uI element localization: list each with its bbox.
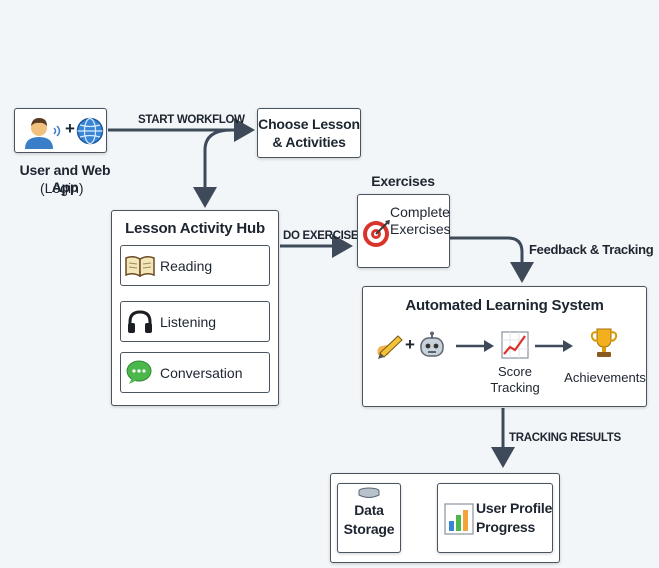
- book-icon: [125, 255, 155, 277]
- arrow-feedback: [450, 236, 534, 283]
- data-storage-line1: Data: [354, 502, 384, 518]
- storage-profile-container: Data Storage User Profile Progress: [330, 473, 560, 563]
- tracking-results-label: TRACKING RESULTS: [509, 432, 621, 444]
- hub-item-label: Listening: [160, 314, 217, 330]
- user-profile-progress-box[interactable]: User Profile Progress: [437, 483, 553, 553]
- achievements-label: Achievements: [564, 370, 646, 385]
- robot-icon: [420, 331, 444, 357]
- hub-item-label: Reading: [160, 258, 213, 274]
- feedback-tracking-label: Feedback & Tracking: [529, 242, 654, 257]
- score-chart-icon: [501, 331, 529, 359]
- speech-bubble-icon: [126, 360, 152, 384]
- trophy-icon: [590, 328, 618, 357]
- user-title: User and Web App: [19, 162, 111, 195]
- data-storage-line2: Storage: [343, 521, 395, 537]
- exercises-line2: Exercises: [390, 221, 451, 237]
- hub-item-conversation[interactable]: Conversation: [120, 352, 270, 393]
- exercises-line1: Complete: [390, 204, 450, 220]
- start-workflow-label: START WORKFLOW: [138, 114, 245, 126]
- hub-item-reading[interactable]: Reading: [120, 245, 270, 286]
- choose-lesson-title-1: Choose Lesson: [258, 116, 360, 132]
- plus-sign: +: [65, 119, 75, 138]
- globe-icon: [76, 117, 104, 145]
- user-icons-box: +: [14, 108, 107, 153]
- lesson-activity-hub: Lesson Activity Hub Reading Listening: [111, 210, 279, 406]
- exercises-header: Exercises: [371, 173, 435, 189]
- data-storage-box[interactable]: Data Storage: [337, 483, 401, 553]
- score-line2: Tracking: [490, 380, 540, 395]
- exercises-box[interactable]: Complete Exercises: [357, 194, 451, 268]
- target-icon: [363, 220, 390, 247]
- do-exercises-label: DO EXERCISES: [283, 230, 366, 242]
- choose-lesson-box[interactable]: Choose Lesson & Activities: [257, 108, 361, 158]
- plus-sign: +: [405, 335, 415, 354]
- user-subtitle: (Login): [40, 180, 84, 196]
- arrow-right-icon: [535, 340, 573, 352]
- speech-icon: [53, 125, 61, 137]
- hub-item-listening[interactable]: Listening: [120, 301, 270, 342]
- choose-lesson-title-2: & Activities: [272, 134, 346, 150]
- profile-line1: User Profile: [476, 500, 553, 516]
- pencil-hand-icon: [377, 335, 403, 359]
- hub-item-label: Conversation: [160, 365, 243, 381]
- profile-line2: Progress: [476, 519, 536, 535]
- automated-learning-system: Automated Learning System + Score Tracki…: [362, 286, 647, 407]
- arrow-to-hub: [193, 128, 233, 208]
- headphones-icon: [128, 310, 152, 333]
- arrow-right-icon: [456, 340, 494, 352]
- hub-title: Lesson Activity Hub: [125, 220, 265, 237]
- database-icon: [358, 487, 380, 498]
- bar-chart-icon: [444, 503, 474, 535]
- score-line1: Score: [498, 364, 532, 379]
- automated-title: Automated Learning System: [405, 297, 604, 314]
- user-icon: [25, 118, 53, 149]
